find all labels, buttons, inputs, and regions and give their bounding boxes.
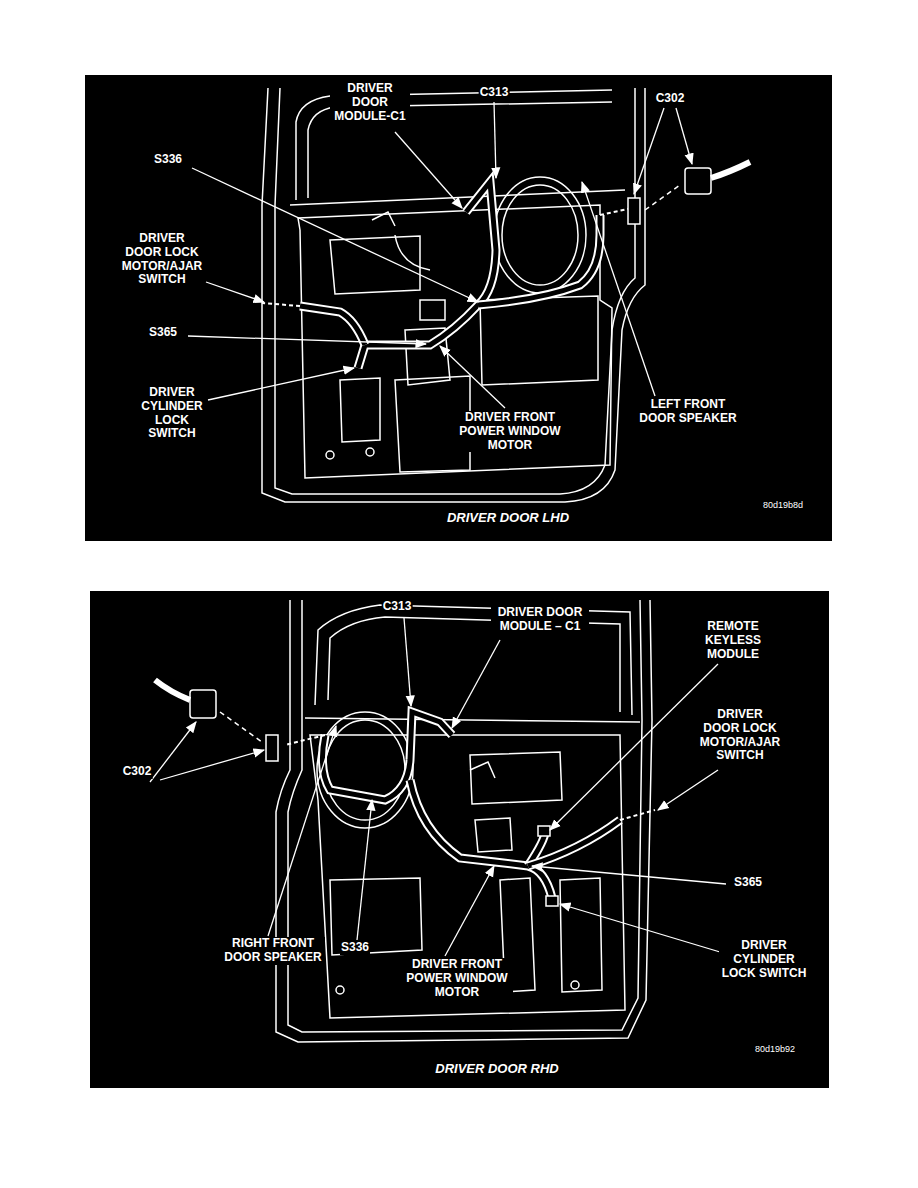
leader-lines (188, 102, 692, 408)
connector-c302 (628, 162, 750, 224)
figure-caption: DRIVER DOOR RHD (435, 1061, 559, 1076)
figure-panel: DRIVER DOOR LHD 80d19b8d (85, 75, 832, 541)
callout-label: DRIVER FRONT POWER WINDOW MOTOR (401, 958, 513, 999)
callout-label: DRIVER DOOR MODULE – C1 (491, 606, 589, 634)
callout-label: RIGHT FRONT DOOR SPEAKER (221, 937, 325, 965)
figure-caption: DRIVER DOOR LHD (447, 510, 569, 525)
callout-label: LEFT FRONT DOOR SPEAKER (636, 398, 740, 426)
callout-label: C302 (655, 92, 686, 106)
callout-label: DRIVER CYLINDER LOCK SWITCH (719, 939, 809, 980)
callout-label: DRIVER DOOR LOCK MOTOR/AJAR SWITCH (698, 708, 782, 763)
callout-label: DRIVER DOOR LOCK MOTOR/AJAR SWITCH (120, 232, 204, 287)
callout-label: DRIVER FRONT POWER WINDOW MOTOR (454, 411, 566, 452)
panel-ground (90, 591, 829, 1088)
callout-label: S336 (153, 153, 183, 167)
connector-c302 (155, 680, 558, 906)
leader-lines (150, 618, 726, 956)
door-rhd (276, 600, 652, 1042)
callout-label: C302 (122, 765, 153, 779)
figure-code: 80d19b92 (755, 1044, 795, 1054)
callout-label: S365 (733, 876, 763, 890)
callout-label: DRIVER DOOR MODULE-C1 (330, 82, 410, 123)
callout-label: REMOTE KEYLESS MODULE (699, 620, 767, 661)
figure-panel: DRIVER DOOR RHD 80d19b92 (90, 591, 829, 1088)
door-lhd (262, 88, 645, 502)
figure-code: 80d19b8d (763, 500, 803, 510)
callout-label: C313 (479, 86, 510, 100)
panel-ground (85, 75, 832, 541)
callout-label: S365 (148, 326, 178, 340)
wire-harness (285, 712, 655, 898)
callout-label: DRIVER CYLINDER LOCK SWITCH (137, 386, 207, 441)
callout-label: C313 (382, 600, 413, 614)
callout-label: S336 (340, 941, 370, 955)
